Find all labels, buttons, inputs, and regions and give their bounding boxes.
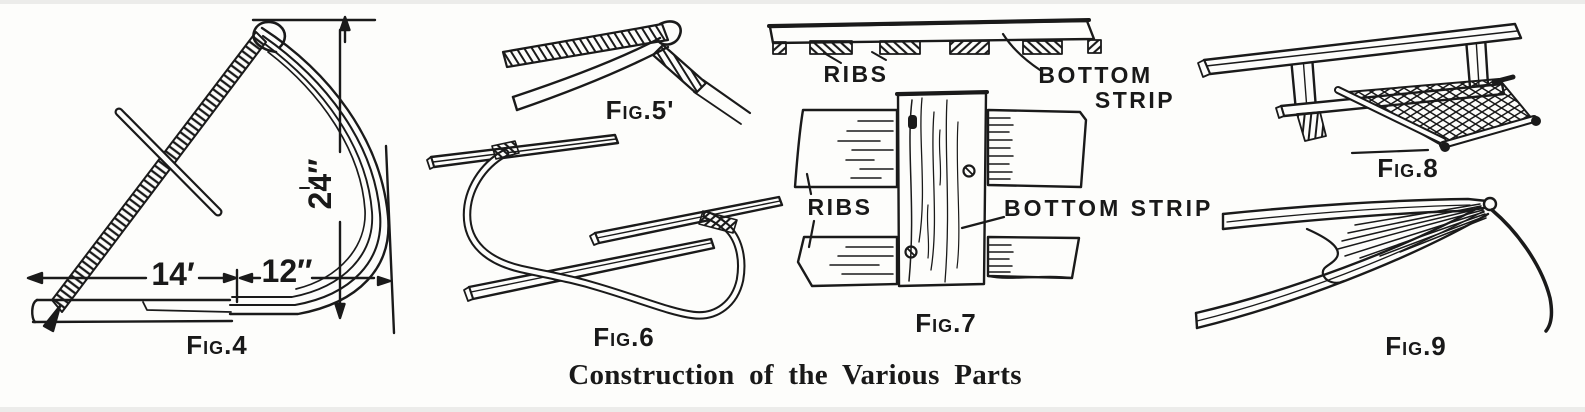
fig7-drawing [767,18,1102,288]
fig7-ribs-annotation-mid: RIBS [807,194,873,220]
fig7-bottom-strip-annotation-top-line1: BOTTOM [1038,62,1153,88]
fig4-dim-left: 14′ [151,256,195,292]
fig4-label: Fig.4 [186,330,248,360]
scan-edge-bottom [0,407,1585,412]
fig7-label: Fig.7 [915,308,977,338]
fig4-dim-height: 24″ [302,158,338,210]
scan-edge-top [0,0,1585,4]
fig4-dim-right: 12″ [261,253,313,289]
fig4-drawing: |<-- 12" --> --> [26,15,396,335]
fig8-drawing [1197,22,1541,155]
fig6-drawing [426,133,784,320]
fig7-ribs-annotation-top: RIBS [823,61,889,87]
fig9-label: Fig.9 [1385,331,1447,361]
page-caption: Construction of the Various Parts [568,359,1022,391]
fig5-label: Fig.5' [605,95,675,125]
fig7-bottom-strip-annotation-mid: BOTTOM STRIP [1004,195,1214,221]
fig9-drawing [1194,196,1554,333]
fig6-label: Fig.6 [593,322,655,352]
fig8-label: Fig.8 [1377,153,1439,183]
fig5-drawing [501,20,752,125]
fig7-bottom-strip-annotation-top-line2: STRIP [1094,87,1176,113]
